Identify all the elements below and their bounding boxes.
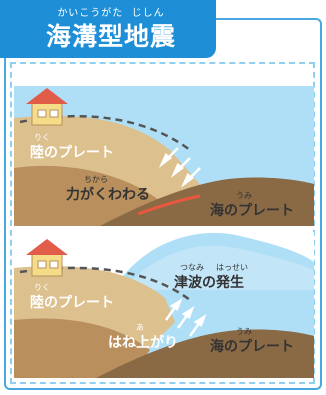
rebound-ruby: あ xyxy=(136,323,144,332)
top-sea-ruby: うみ xyxy=(236,191,252,200)
top-push-arrows xyxy=(158,147,201,188)
title-tab: かいこうがた じしん 海溝型地震 xyxy=(0,0,216,58)
top-force-ruby: ちから xyxy=(84,175,108,184)
bottom-sea-plate xyxy=(96,329,314,378)
bottom-sea-plate-label: 海のプレート xyxy=(210,339,294,355)
tsunami-ruby-2: はっせい xyxy=(216,263,248,272)
bottom-land-plate-label: 陸のプレート xyxy=(30,295,114,311)
bottom-wave-highlight xyxy=(130,245,314,290)
top-land-lower xyxy=(14,165,165,226)
top-sea-plate xyxy=(100,177,314,226)
rebound-label: はね上がり xyxy=(108,335,178,351)
top-force-label: 力がくわわる xyxy=(66,187,150,203)
top-stress-line xyxy=(137,194,201,216)
title-ruby-2: じしん xyxy=(131,8,165,19)
bottom-land-ruby: りく xyxy=(34,283,50,292)
bottom-sea-ruby: うみ xyxy=(236,327,252,336)
top-sea-plate-label: 海のプレート xyxy=(210,203,294,219)
top-land-ruby: りく xyxy=(34,133,50,142)
bottom-house-icon xyxy=(26,239,68,277)
title-ruby-1: かいこうがた xyxy=(57,8,124,19)
tsunami-label: 津波の発生 xyxy=(174,275,244,291)
top-land-plate-label: 陸のプレート xyxy=(30,145,114,161)
bottom-rebound-arrows xyxy=(164,297,207,337)
top-house-icon xyxy=(26,88,68,126)
page-title: 海溝型地震 xyxy=(45,22,176,51)
bottom-land-lower xyxy=(14,318,150,378)
tsunami-ruby-1: つなみ xyxy=(180,263,204,272)
title-ruby: かいこうがた じしん xyxy=(36,4,186,19)
